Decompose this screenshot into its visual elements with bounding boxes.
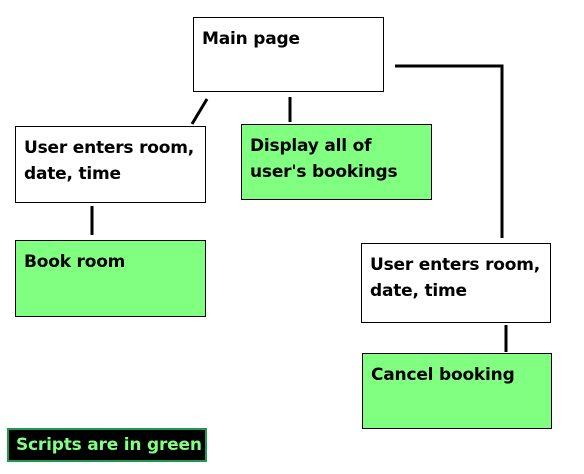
node-display-all-bookings: Display all of user's bookings: [241, 124, 432, 200]
node-label: Main page: [202, 29, 300, 49]
legend-scripts-green: Scripts are in green: [7, 428, 207, 462]
node-cancel-booking: Cancel booking: [362, 353, 552, 429]
node-label: Book room: [24, 252, 126, 272]
node-main-page: Main page: [193, 17, 384, 92]
node-label: User enters room, date, time: [24, 138, 194, 184]
node-label: Cancel booking: [371, 365, 515, 385]
node-label: User enters room, date, time: [370, 255, 540, 301]
node-user-enters-room-cancel: User enters room, date, time: [361, 243, 551, 323]
node-user-enters-room-book: User enters room, date, time: [15, 126, 206, 203]
edge-main-to-enter-book: [190, 98, 209, 125]
node-label: Display all of user's bookings: [250, 136, 398, 182]
node-book-room: Book room: [15, 240, 206, 317]
edge-main-to-enter-cancel: [395, 64, 504, 238]
